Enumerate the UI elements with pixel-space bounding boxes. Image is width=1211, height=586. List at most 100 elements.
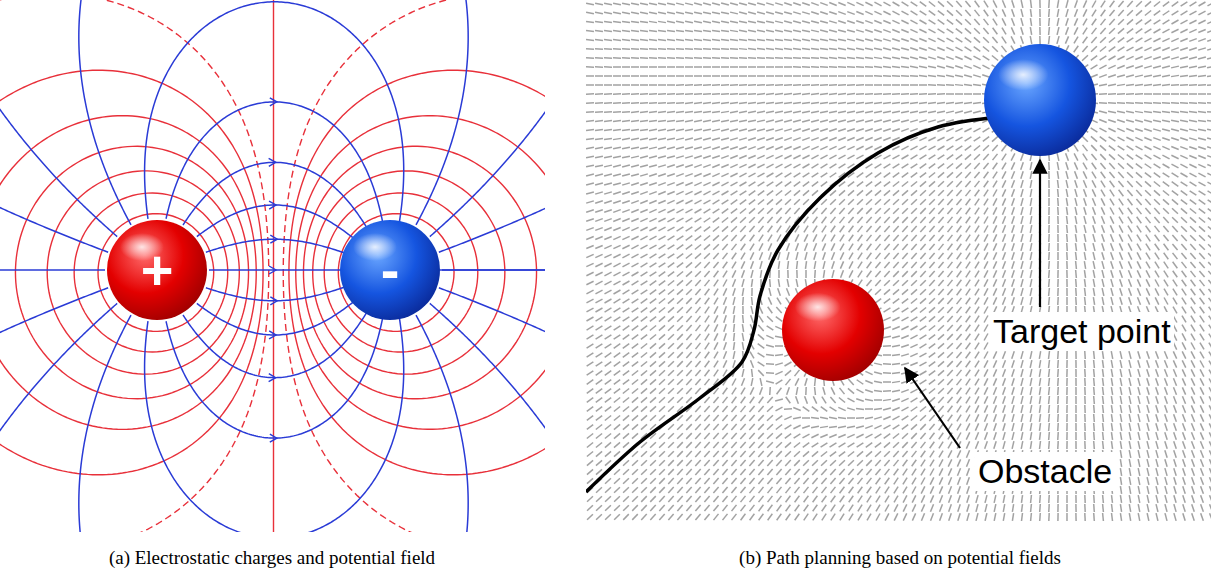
field-vector [749,217,755,223]
field-vector [604,254,611,257]
field-vector [821,173,828,177]
field-vector [821,469,826,475]
field-vector [748,138,756,140]
field-vector [849,253,853,260]
field-vector [775,111,783,113]
field-vector [703,147,711,149]
field-vector [767,469,772,475]
field-vector [723,279,727,286]
field-vector [839,208,844,214]
field-vector [730,102,738,104]
field-vector [658,84,666,86]
field-vector [712,75,720,77]
field-vector [659,433,665,439]
field-vector [604,192,612,194]
field-vector [838,435,845,438]
field-vector [650,361,656,366]
field-vector [739,30,747,31]
field-vector [667,30,675,31]
field-vector [659,307,665,312]
field-vector [775,66,783,68]
field-vector [649,48,657,50]
field-vector [586,263,593,266]
field-vector [659,514,664,520]
field-vector [604,219,612,222]
field-vector [840,505,844,512]
field-vector [650,496,656,502]
field-vector [586,102,594,104]
field-vector [596,433,602,438]
field-vector [758,460,763,466]
field-vector [641,487,647,493]
field-vector [613,254,620,257]
field-vector [856,66,864,68]
field-vector [685,66,693,68]
field-vector [776,416,783,421]
field-vector [767,182,774,186]
equipotential-line [15,146,248,398]
field-vector [613,236,620,239]
field-vector [622,210,629,213]
field-vector [677,388,683,394]
field-vector [803,164,810,168]
field-vector [820,21,828,23]
field-vector [613,174,621,176]
field-vector [811,102,819,103]
field-vector [623,496,629,502]
field-vector [640,84,648,86]
field-vector [811,84,819,86]
field-vector [595,245,602,248]
field-vector [786,288,789,295]
field-vector [883,102,891,103]
field-vector [695,271,701,277]
field-vector [676,111,684,113]
field-vector [766,345,774,347]
field-vector [758,415,764,421]
field-vector [659,442,665,448]
field-vector [686,370,691,376]
field-vector [785,478,790,484]
field-vector [767,478,772,484]
field-vector [722,200,729,204]
field-vector [776,208,782,214]
field-vector [820,12,828,14]
field-vector [803,478,808,484]
field-vector [865,66,873,68]
field-vector [613,66,621,68]
field-vector [822,243,825,250]
field-vector [730,111,738,112]
field-vector [649,12,657,13]
field-vector [641,361,647,366]
field-vector [831,496,836,502]
field-vector [787,270,789,278]
field-vector [586,57,594,59]
field-vector [632,388,638,393]
field-vector [856,129,864,132]
field-vector [613,3,621,5]
field-vector [740,460,745,466]
field-vector [686,460,691,466]
field-vector [667,147,675,149]
field-vector [614,371,620,376]
field-vector [714,315,718,322]
field-vector [677,487,682,493]
field-vector [703,182,710,185]
field-vector [659,245,666,249]
field-vector [760,378,762,386]
field-vector [858,496,862,503]
field-vector [614,451,620,456]
field-vector [740,451,745,457]
field-vector [857,217,862,223]
field-vector [623,281,630,285]
field-vector [740,496,745,502]
field-vector [875,451,881,456]
field-vector [803,199,809,205]
field-vector [695,209,702,213]
field-vector [686,218,693,222]
field-vector [830,460,836,465]
field-vector [865,75,873,77]
field-vector [730,147,738,150]
field-vector [875,217,880,223]
field-vector [685,129,693,131]
field-vector [667,48,675,50]
